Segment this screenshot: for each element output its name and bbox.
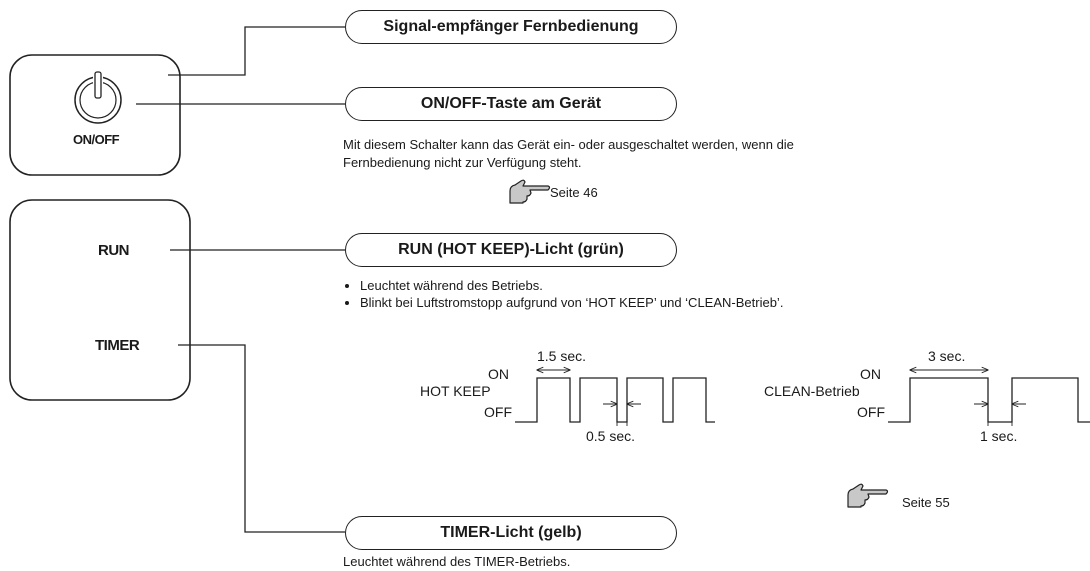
run-bullet-2: Blinkt bei Luftstromstopp aufgrund von ‘… xyxy=(360,294,783,311)
hot-keep-off-label: OFF xyxy=(484,404,512,420)
hot-keep-off-duration: 0.5 sec. xyxy=(586,428,636,444)
clean-on-label: ON xyxy=(860,366,881,382)
clean-off-label: OFF xyxy=(857,404,885,420)
pointing-hand-icon xyxy=(509,179,551,204)
timer-label: TIMER xyxy=(95,337,140,354)
pointing-hand-icon xyxy=(847,483,889,508)
clean-waveform xyxy=(888,377,1090,423)
onoff-panel xyxy=(9,54,181,176)
onoff-page-ref[interactable]: Seite 46 xyxy=(550,185,598,200)
onoff-desc-line1: Mit diesem Schalter kann das Gerät ein- … xyxy=(343,137,794,152)
signal-receiver-connector xyxy=(168,26,345,76)
timer-desc: Leuchtet während des TIMER-Betriebs. xyxy=(343,554,571,569)
power-icon[interactable] xyxy=(74,71,122,124)
clean-off-duration: 1 sec. xyxy=(980,428,1018,444)
onoff-desc-line2: Fernbedienung nicht zur Verfügung steht. xyxy=(343,155,582,170)
hot-keep-on-label: ON xyxy=(488,366,509,382)
hot-keep-waveform xyxy=(515,377,715,423)
clean-label: CLEAN-Betrieb xyxy=(764,383,860,399)
timer-connector xyxy=(178,344,345,533)
run-bullets: Leuchtet während des Betriebs. Blinkt be… xyxy=(342,277,783,311)
hot-keep-label: HOT KEEP xyxy=(420,383,491,399)
timer-section-title: TIMER-Licht (gelb) xyxy=(345,516,677,550)
run-label: RUN xyxy=(98,242,130,259)
run-bullet-1: Leuchtet während des Betriebs. xyxy=(360,277,783,294)
clean-page-ref[interactable]: Seite 55 xyxy=(902,495,950,510)
hot-keep-on-duration: 1.5 sec. xyxy=(537,348,587,364)
onoff-section-title: ON/OFF-Taste am Gerät xyxy=(345,87,677,121)
clean-on-duration: 3 sec. xyxy=(928,348,966,364)
run-section-title: RUN (HOT KEEP)-Licht (grün) xyxy=(345,233,677,267)
indicator-panel xyxy=(9,199,191,401)
onoff-button-label: ON/OFF xyxy=(73,132,120,147)
signal-receiver-title: Signal-empfänger Fernbedienung xyxy=(345,10,677,44)
